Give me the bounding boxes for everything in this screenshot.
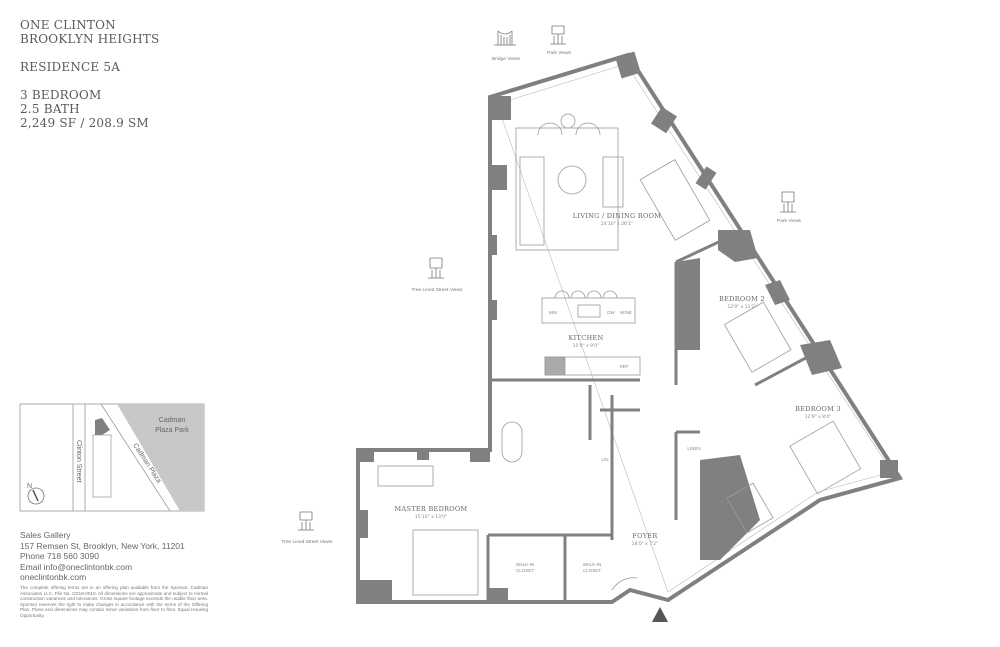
kitchen-label: KITCHEN bbox=[569, 334, 604, 342]
room-labels: LIVING / DINING ROOM 24'10" x 26'1" KITC… bbox=[395, 212, 841, 573]
neighborhood: BROOKLYN HEIGHTS bbox=[20, 32, 160, 46]
kitchen-dims: 15'0" x 9'0" bbox=[573, 343, 599, 349]
bathtub bbox=[501, 421, 523, 463]
park-area bbox=[117, 404, 204, 511]
sales-gallery-title: Sales Gallery bbox=[20, 530, 71, 540]
closet2-label-1: WALK-IN bbox=[583, 562, 602, 567]
foyer-dims: 18'0" x 7'2" bbox=[632, 541, 658, 547]
dining-table bbox=[639, 159, 711, 241]
living-furniture bbox=[515, 113, 711, 251]
map-park-label-1: Cadman bbox=[159, 417, 186, 424]
tree-icon bbox=[298, 511, 314, 531]
microwave-label: MW bbox=[549, 310, 558, 315]
email[interactable]: Email info@oneclintonbk.com bbox=[20, 561, 133, 572]
wine-label: WINE bbox=[620, 310, 632, 315]
bedroom-furniture bbox=[377, 301, 862, 596]
square-footage: 2,249 SF / 208.9 SM bbox=[20, 116, 149, 130]
coffee-table bbox=[557, 165, 587, 195]
dishwasher-label: DW bbox=[607, 310, 615, 315]
compass-north-label: N bbox=[27, 483, 32, 490]
compass-icon bbox=[27, 487, 45, 505]
bedroom-count: 3 BEDROOM bbox=[20, 88, 102, 102]
tree-icon bbox=[428, 257, 444, 279]
floor-plan bbox=[356, 51, 904, 622]
phone: Phone 718 560 3090 bbox=[20, 551, 99, 561]
street-views-label-mid: Tree Lined Street Views bbox=[412, 287, 464, 293]
entry-arrow-icon bbox=[652, 607, 668, 622]
bridge-views-label: Bridge Views bbox=[492, 56, 521, 62]
address: 157 Remsen St, Brooklyn, New York, 11201 bbox=[20, 540, 185, 551]
building-name: ONE CLINTON bbox=[20, 18, 116, 32]
closet2-label-2: CLOSET bbox=[583, 568, 601, 573]
kitchen-island bbox=[541, 290, 641, 376]
exterior-walls bbox=[356, 52, 904, 604]
interior-walls bbox=[486, 230, 831, 602]
location-map: Cadman Plaza Park Clinton Street Cadman … bbox=[19, 403, 205, 512]
bedroom3-dims: 12'9" x 8'4" bbox=[805, 414, 831, 420]
closet1-label-2: CLOSET bbox=[516, 568, 534, 573]
foyer-label: FOYER bbox=[632, 532, 658, 540]
bedroom2-dims: 12'9" x 11'2" bbox=[727, 304, 756, 310]
header-block: ONE CLINTON BROOKLYN HEIGHTS RESIDENCE 5… bbox=[20, 18, 159, 130]
tree-icon bbox=[780, 191, 796, 213]
map-park-label-2: Plaza Park bbox=[155, 427, 189, 434]
website[interactable]: oneclintonbk.com bbox=[20, 572, 87, 582]
bridge-view-icon bbox=[494, 30, 516, 46]
bedroom2-label: BEDROOM 2 bbox=[719, 295, 765, 303]
entry-door-swing bbox=[611, 577, 638, 591]
master-bed bbox=[412, 529, 479, 596]
bedroom3-label: BEDROOM 3 bbox=[795, 405, 841, 413]
tree-icon bbox=[550, 25, 566, 45]
view-markers bbox=[298, 25, 796, 531]
bath-count: 2.5 BATH bbox=[20, 102, 80, 116]
contact-info: Sales Gallery 157 Remsen St, Brooklyn, N… bbox=[20, 530, 185, 583]
closet1-label-1: WALK-IN bbox=[516, 562, 535, 567]
park-views-label-right: Park Views bbox=[777, 218, 802, 224]
residence: RESIDENCE 5A bbox=[20, 60, 121, 74]
ln-label: L/N bbox=[601, 457, 608, 462]
living-room-label: LIVING / DINING ROOM bbox=[573, 212, 662, 220]
refrigerator-label: REF bbox=[620, 364, 629, 369]
map-street-clinton: Clinton Street bbox=[75, 440, 82, 482]
legal-disclaimer: The complete offering terms are in an of… bbox=[20, 585, 208, 618]
master-bedroom-dims: 15'10" x 13'0" bbox=[415, 514, 447, 520]
building-footprint bbox=[95, 418, 110, 435]
structural-columns bbox=[358, 51, 898, 602]
park-views-label-top: Park Views bbox=[547, 50, 572, 56]
linen-label: LINEN bbox=[687, 446, 700, 451]
master-bedroom-label: MASTER BEDROOM bbox=[395, 505, 468, 513]
wd-label: W/D bbox=[724, 464, 733, 469]
street-views-label-bottom: Tree Lined Street Views bbox=[282, 539, 334, 545]
living-room-dims: 24'10" x 26'1" bbox=[601, 221, 633, 227]
